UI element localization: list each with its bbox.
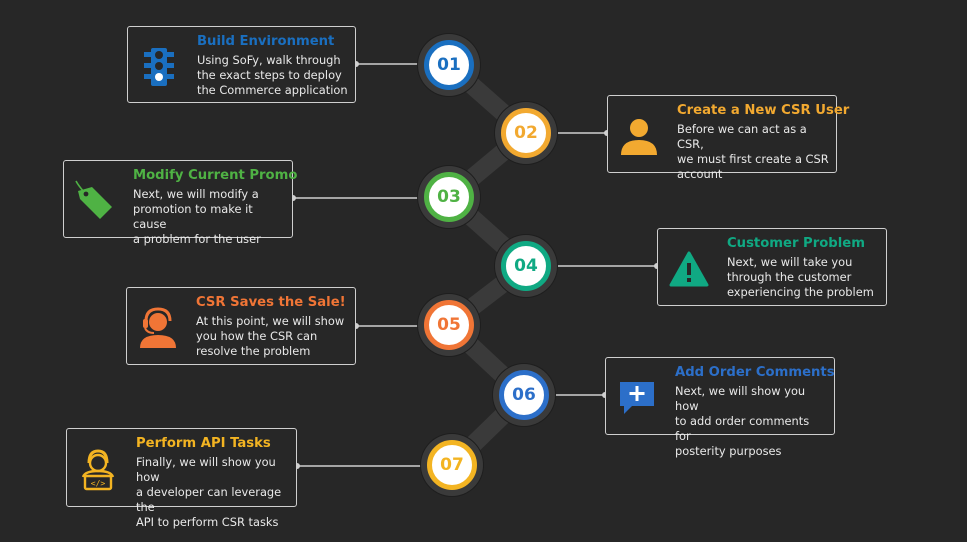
- price-tag-icon: [74, 179, 116, 223]
- traffic-light-icon: [138, 45, 180, 89]
- step-ring: [424, 40, 474, 90]
- step-number: 07: [440, 455, 464, 475]
- svg-text:</>: </>: [91, 479, 106, 488]
- step-card-csr-saves-sale: CSR Saves the Sale! At this point, we wi…: [126, 287, 356, 365]
- step-ring: [499, 370, 549, 420]
- step-card-modify-promo: Modify Current Promo Next, we will modif…: [63, 160, 298, 246]
- step-description: Next, we will show you how to add order …: [675, 384, 810, 458]
- step-node-06: 06: [493, 364, 555, 426]
- step-card-create-csr-user: Create a New CSR User Before we can act …: [607, 95, 850, 181]
- step-description: Next, we will modify a promotion to make…: [133, 187, 261, 246]
- step-description: Finally, we will show you how a develope…: [136, 455, 282, 529]
- step-title: Perform API Tasks: [136, 436, 271, 451]
- step-ring: [424, 300, 474, 350]
- user-icon: [618, 114, 660, 158]
- step-node-02: 02: [495, 102, 557, 164]
- step-description: Before we can act as a CSR, we must firs…: [677, 122, 829, 181]
- step-node-05: 05: [418, 294, 480, 356]
- step-number: 06: [512, 385, 536, 405]
- step-node-04: 04: [495, 235, 557, 297]
- step-description: At this point, we will show you how the …: [196, 314, 345, 358]
- step-node-01: 01: [418, 34, 480, 96]
- step-card-add-order-comments: Add Order Comments Next, we will show yo…: [605, 357, 835, 458]
- step-ring: [424, 172, 474, 222]
- step-number: 01: [437, 55, 461, 75]
- add-comment-icon: [616, 376, 658, 420]
- step-card-build-environment: Build Environment Using SoFy, walk throu…: [127, 26, 356, 103]
- step-number: 04: [514, 256, 538, 276]
- step-ring: [427, 440, 477, 490]
- step-title: Customer Problem: [727, 236, 865, 251]
- step-title: Create a New CSR User: [677, 103, 850, 118]
- headset-agent-icon: [137, 306, 179, 350]
- step-title: CSR Saves the Sale!: [196, 295, 346, 310]
- step-number: 02: [514, 123, 538, 143]
- step-title: Modify Current Promo: [133, 168, 298, 183]
- step-description: Using SoFy, walk through the exact steps…: [197, 53, 348, 97]
- warning-icon: [668, 247, 710, 291]
- step-description: Next, we will take you through the custo…: [727, 255, 874, 299]
- step-ring: [501, 108, 551, 158]
- step-node-07: 07: [421, 434, 483, 496]
- step-title: Add Order Comments: [675, 365, 835, 380]
- step-ring: [501, 241, 551, 291]
- step-number: 05: [437, 315, 461, 335]
- step-title: Build Environment: [197, 34, 335, 49]
- step-number: 03: [437, 187, 461, 207]
- step-node-03: 03: [418, 166, 480, 228]
- step-card-customer-problem: Customer Problem Next, we will take you …: [657, 228, 887, 306]
- step-card-perform-api-tasks: </> Perform API Tasks Finally, we will s…: [66, 428, 297, 529]
- developer-icon: </>: [77, 447, 119, 491]
